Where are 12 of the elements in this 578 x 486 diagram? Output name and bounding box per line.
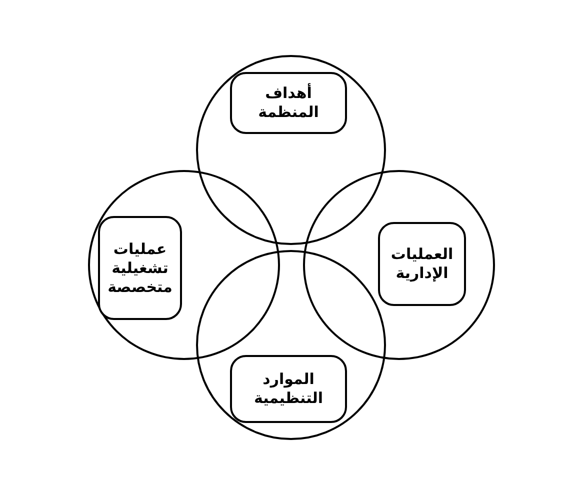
box-label: العمليات الإدارية <box>390 245 454 283</box>
rounded-box <box>230 72 347 134</box>
circle-outline <box>88 170 280 360</box>
box-label: أهداف المنظمة <box>258 84 319 122</box>
circle-outline <box>196 55 386 245</box>
rounded-box <box>98 216 182 320</box>
circle-outline <box>196 250 386 440</box>
rounded-box <box>230 355 347 423</box>
box-label: الموارد التنظيمية <box>254 370 324 408</box>
circle-outline <box>303 170 495 360</box>
box-label: عمليات تشغيلية متخصصة <box>108 240 172 296</box>
rounded-box <box>378 222 466 306</box>
